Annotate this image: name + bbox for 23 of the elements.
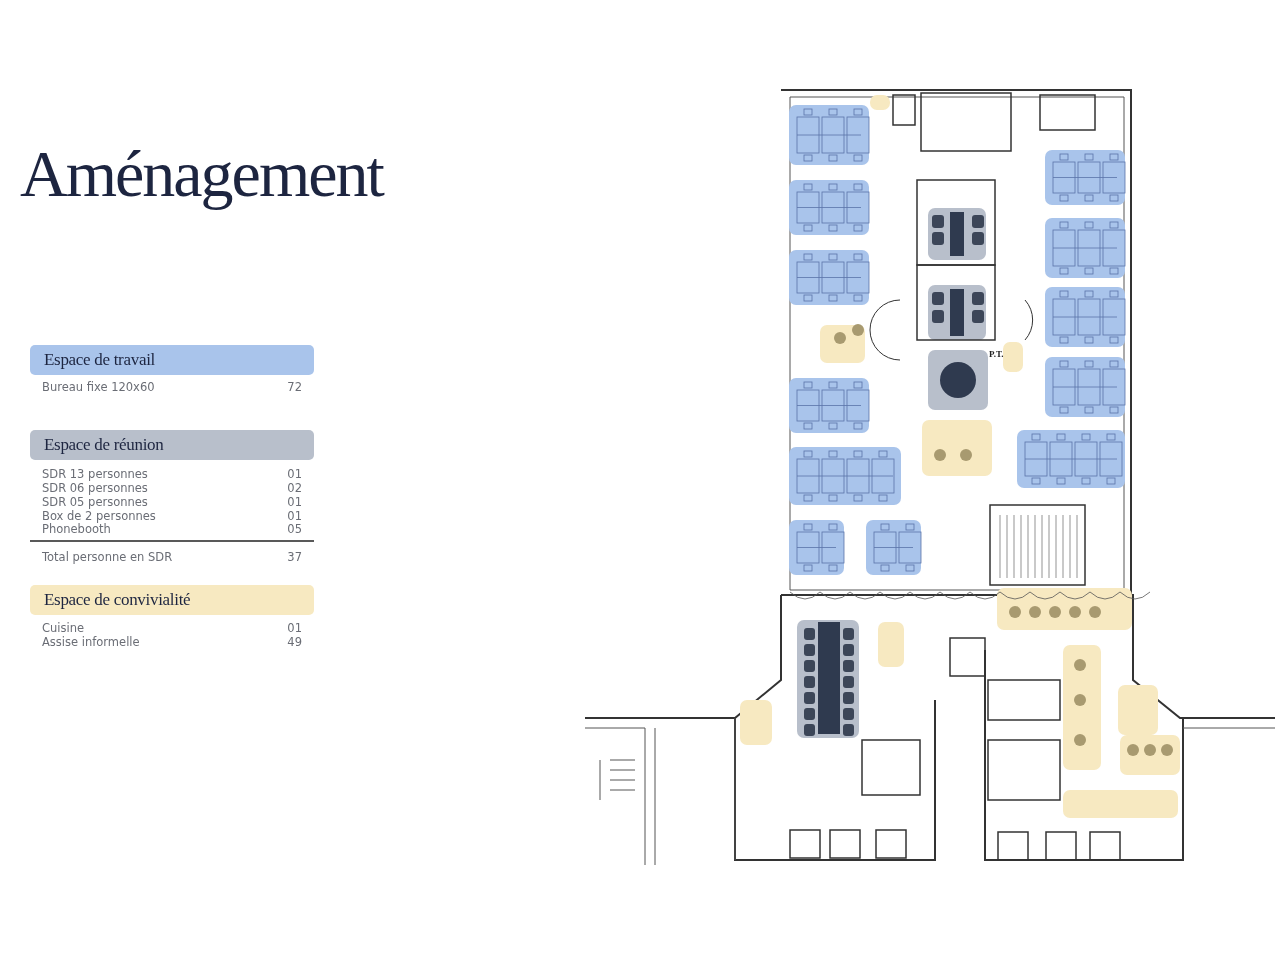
table-row-label: Phonebooth <box>42 522 111 536</box>
table-row-label: SDR 06 personnes <box>42 481 148 495</box>
table-value: 01 <box>287 467 302 481</box>
table-row-label: Assise informelle <box>42 635 140 649</box>
page-title: Aménagement <box>20 136 383 212</box>
table-value: 01 <box>287 495 302 509</box>
room-label: P.T. <box>989 348 1004 361</box>
table-value: 72 <box>287 380 302 394</box>
section-header: Espace de réunion <box>30 430 314 460</box>
table-row-label: Box de 2 personnes <box>42 509 156 523</box>
table-value: 49 <box>287 635 302 649</box>
table-value: 01 <box>287 621 302 635</box>
table-value: 05 <box>287 522 302 536</box>
table-value: 37 <box>287 550 302 564</box>
table-row-label: SDR 13 personnes <box>42 467 148 481</box>
table-row-label: Total personne en SDR <box>42 550 173 564</box>
table-row-label: Bureau fixe 120x60 <box>42 380 155 394</box>
table-value: 02 <box>287 481 302 495</box>
section-header: Espace de convivialité <box>30 585 314 615</box>
section-header: Espace de travail <box>30 345 314 375</box>
table-row-label: SDR 05 personnes <box>42 495 148 509</box>
table-value: 01 <box>287 509 302 523</box>
table-row-label: Cuisine <box>42 621 85 635</box>
